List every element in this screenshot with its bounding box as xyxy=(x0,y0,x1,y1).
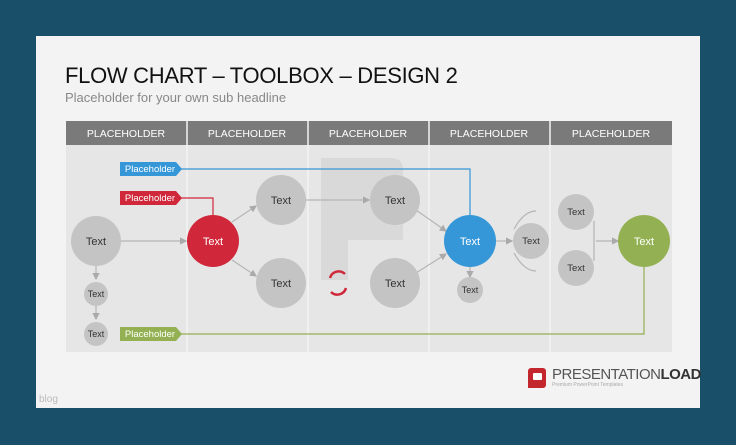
column-header-2: PLACEHOLDER xyxy=(208,128,287,140)
tag-label-green: Placeholder xyxy=(125,329,175,340)
node-label: Text xyxy=(522,236,540,247)
node-label: Text xyxy=(634,236,654,248)
logo-tagline: Premium PowerPoint Templates xyxy=(552,382,624,388)
node xyxy=(370,175,420,225)
node-small xyxy=(84,322,108,346)
node xyxy=(370,258,420,308)
node-label: Text xyxy=(460,236,480,248)
node-label: Text xyxy=(88,289,105,299)
node xyxy=(558,194,594,230)
node xyxy=(558,250,594,286)
column-header-3: PLACEHOLDER xyxy=(329,128,408,140)
node xyxy=(513,223,549,259)
node xyxy=(256,175,306,225)
watermark-text: blog xyxy=(39,394,58,405)
node-small xyxy=(84,282,108,306)
tag-label-red: Placeholder xyxy=(125,193,175,204)
placeholder-tag-blue xyxy=(120,162,182,176)
node-label: Text xyxy=(462,285,479,295)
refresh-icon xyxy=(328,270,348,296)
logo-icon xyxy=(528,368,546,388)
slide: FLOW CHART – TOOLBOX – DESIGN 2 Placehol… xyxy=(36,36,701,408)
node-label: Text xyxy=(203,236,223,248)
placeholder-tag-green xyxy=(120,327,182,341)
column-header-bar xyxy=(66,121,672,145)
node-label: Text xyxy=(86,236,106,248)
node xyxy=(256,258,306,308)
node-label: Text xyxy=(385,278,405,290)
node-label: Text xyxy=(271,278,291,290)
presentationload-logo: PRESENTATIONLOAD Premium PowerPoint Temp… xyxy=(528,366,701,388)
node-label: Text xyxy=(88,329,105,339)
slide-title: FLOW CHART – TOOLBOX – DESIGN 2 xyxy=(65,63,458,88)
placeholder-tag-red xyxy=(120,191,182,205)
node-green xyxy=(618,215,670,267)
node-blue xyxy=(444,215,496,267)
column-header-5: PLACEHOLDER xyxy=(572,128,651,140)
node-label: Text xyxy=(271,195,291,207)
slide-subtitle: Placeholder for your own sub headline xyxy=(65,90,287,105)
node-label: Text xyxy=(567,207,585,218)
flow-chart: PLACEHOLDER PLACEHOLDER PLACEHOLDER PLAC… xyxy=(66,121,672,352)
column-header-1: PLACEHOLDER xyxy=(87,128,166,140)
node-start xyxy=(71,216,121,266)
node-label: Text xyxy=(385,195,405,207)
node-label: Text xyxy=(567,263,585,274)
tag-label-blue: Placeholder xyxy=(125,164,175,175)
logo-name-bold: LOAD xyxy=(660,366,701,383)
logo-name: PRESENTATION xyxy=(552,366,661,383)
column-header-4: PLACEHOLDER xyxy=(450,128,529,140)
node-red xyxy=(187,215,239,267)
node-small xyxy=(457,277,483,303)
